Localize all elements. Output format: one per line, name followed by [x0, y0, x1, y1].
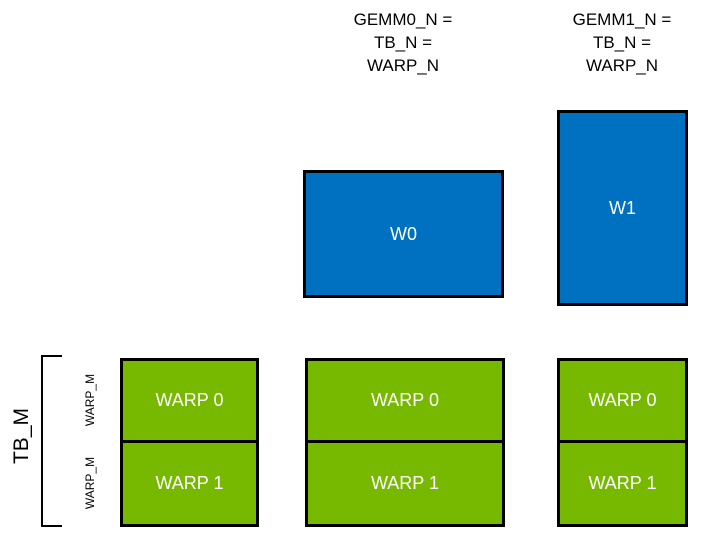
green-column-1: WARP 0 WARP 1 — [305, 358, 505, 527]
green-cell-warp-1: WARP 1 — [560, 442, 685, 524]
axis-label-tb-m: TB_M — [10, 408, 33, 465]
green-cell-warp-0: WARP 0 — [123, 361, 256, 443]
green-cell-label: WARP 1 — [370, 472, 440, 493]
green-cell-warp-0: WARP 0 — [308, 361, 502, 443]
green-cell-label: WARP 0 — [155, 389, 224, 410]
axis-label-warp-m-bottom: WARP_M — [83, 456, 97, 510]
axis-label-warp-m-top: WARP_M — [83, 373, 97, 427]
caption-gemm1: GEMM1_N = TB_N = WARP_N — [572, 10, 672, 75]
green-column-0: WARP 0 WARP 1 — [120, 358, 259, 527]
tb-m-bracket — [41, 355, 62, 527]
green-cell-warp-1: WARP 1 — [308, 442, 502, 524]
blue-tile-w0: W0 — [303, 170, 504, 298]
green-cell-label: WARP 0 — [588, 389, 657, 410]
green-cell-warp-0: WARP 0 — [560, 361, 685, 443]
caption-gemm0: GEMM0_N = TB_N = WARP_N — [353, 10, 453, 75]
blue-tile-w1: W1 — [557, 110, 688, 306]
green-column-2: WARP 0 WARP 1 — [557, 358, 688, 527]
blue-tile-w0-label: W0 — [390, 223, 417, 244]
green-cell-warp-1: WARP 1 — [123, 442, 256, 524]
green-cell-label: WARP 0 — [370, 389, 440, 410]
green-cell-label: WARP 1 — [155, 472, 224, 493]
green-cell-label: WARP 1 — [588, 472, 657, 493]
blue-tile-w1-label: W1 — [609, 197, 636, 218]
